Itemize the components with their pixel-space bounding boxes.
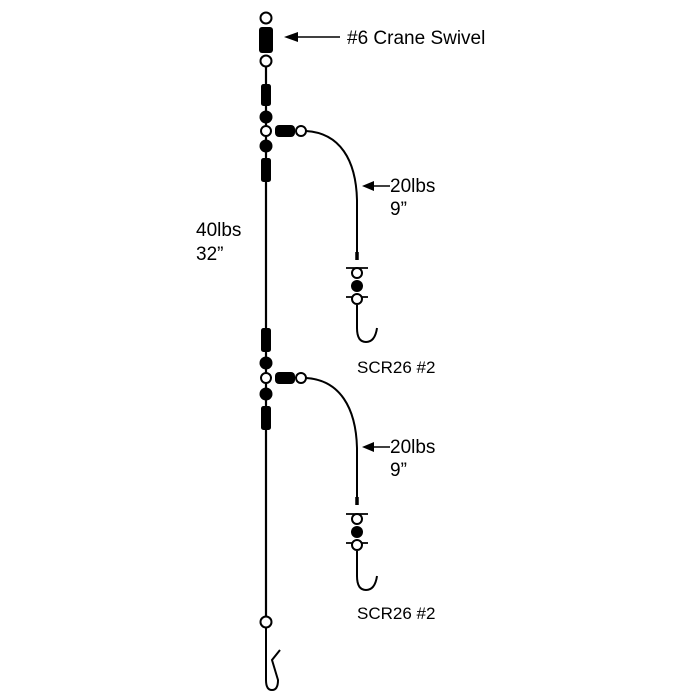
- upper-branch-length: 9”: [390, 199, 407, 220]
- upper-hook-label: SCR26 #2: [357, 358, 435, 377]
- main-line-weight: 40lbs: [196, 220, 241, 241]
- bottom-snap: [259, 615, 281, 692]
- lower-hook-label: SCR26 #2: [357, 604, 435, 623]
- upper-branch-weight: 20lbs: [390, 176, 435, 197]
- lower-three-way-swivel: [259, 328, 307, 430]
- upper-hook-assembly: [346, 267, 378, 344]
- snap-clip-icon: [265, 628, 281, 692]
- lower-branch-weight: 20lbs: [390, 437, 435, 458]
- main-line-length: 32”: [196, 244, 223, 265]
- lower-hook-assembly: [346, 513, 378, 592]
- upper-three-way-swivel: [259, 84, 307, 182]
- lower-branch-arrow: [362, 442, 390, 452]
- swivel-label: #6 Crane Swivel: [347, 28, 485, 49]
- upper-hook-icon: [356, 305, 378, 344]
- swivel-pointer-arrow: [284, 32, 340, 42]
- crane-swivel: [259, 11, 273, 68]
- upper-dropper-line: [305, 130, 358, 255]
- lower-dropper-line: [305, 377, 358, 500]
- upper-branch-arrow: [362, 181, 390, 191]
- lower-hook-icon: [356, 551, 378, 592]
- lower-branch-length: 9”: [390, 460, 407, 481]
